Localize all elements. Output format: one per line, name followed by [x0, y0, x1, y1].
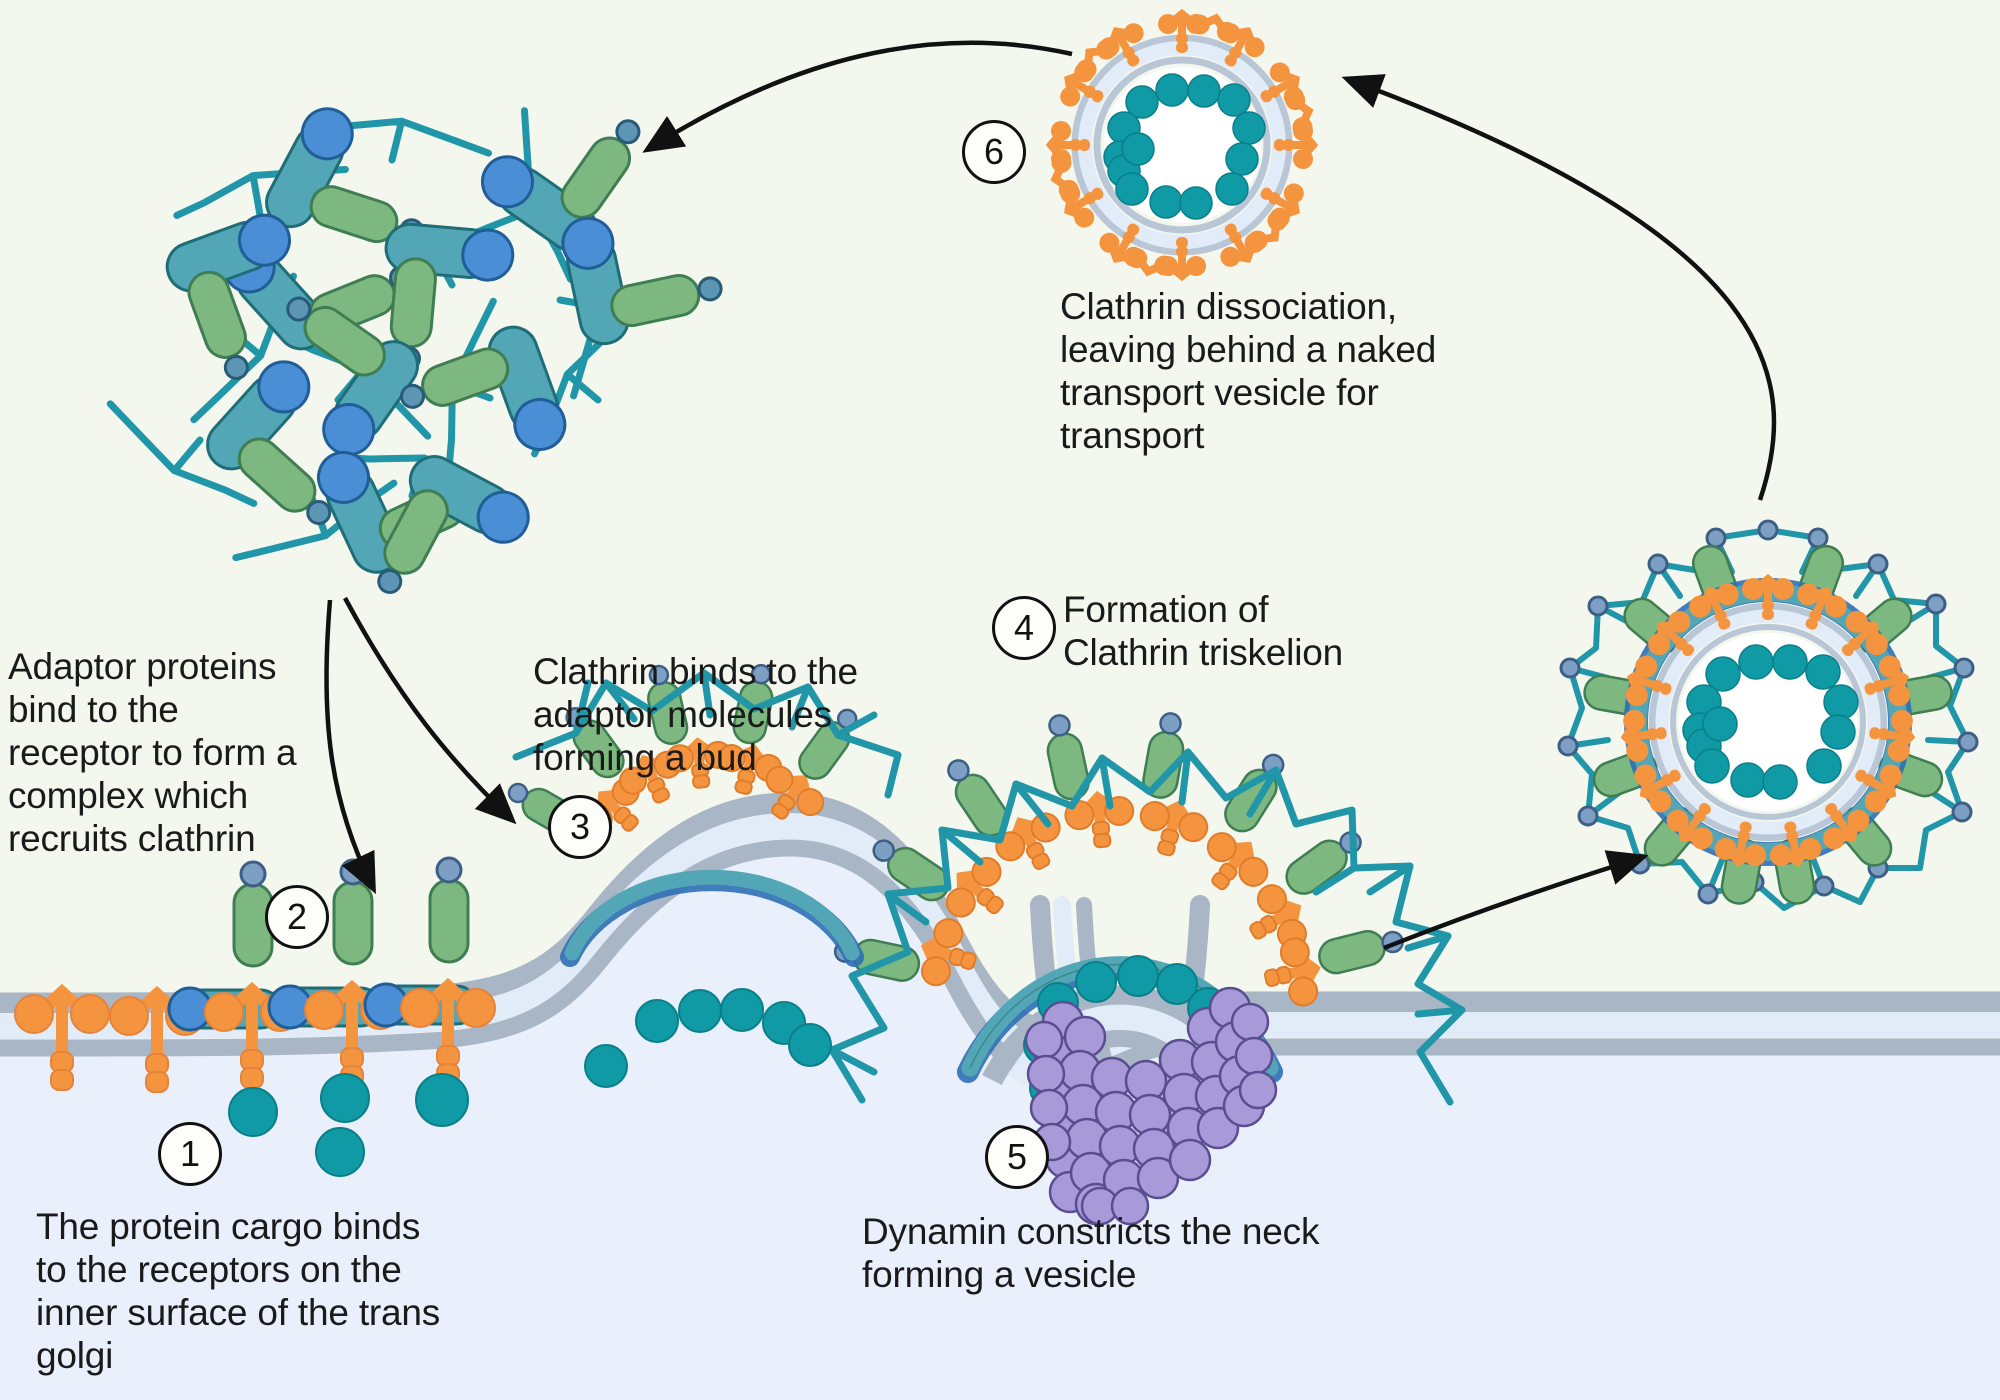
step-4-label: Formation of Clathrin triskelion: [1063, 589, 1343, 673]
step-marker-5-number: 5: [1006, 1136, 1028, 1177]
bud-clathrin-lattice: [828, 748, 1466, 1106]
step-6-label: Clathrin dissociation, leaving behind a …: [1060, 286, 1437, 456]
early-bud-receptors: [584, 737, 825, 833]
step-3-label: Clathrin binds to the adaptor molecules …: [533, 651, 858, 778]
receptor-adaptor-complex: [363, 856, 496, 1085]
cargo-molecules: [228, 1073, 469, 1177]
vesicle-cargo: [1103, 73, 1266, 220]
cytoplasm-region: [0, 848, 2000, 1400]
step-5-label: Dynamin constricts the neck forming a ve…: [862, 1211, 1320, 1295]
free-adaptor-proteins: [165, 107, 723, 594]
step-marker-1[interactable]: 1: [158, 1122, 222, 1186]
early-bud-clathrin: [512, 669, 902, 799]
step-1-label: The protein cargo binds to the receptors…: [36, 1206, 441, 1376]
coated-vesicle-receptors: [1620, 573, 1916, 867]
step-marker-6-number: 6: [983, 131, 1005, 172]
coated-vesicle-cargo: [1682, 644, 1859, 800]
bud-receptors: [920, 790, 1321, 1007]
step-marker-3-number: 3: [569, 806, 591, 847]
early-bud-cargo: [584, 988, 832, 1088]
step-marker-2[interactable]: 2: [265, 885, 329, 949]
step-marker-3[interactable]: 3: [548, 795, 612, 859]
step-2-label: Adaptor proteins bind to the receptor to…: [8, 646, 297, 859]
step-marker-6[interactable]: 6: [962, 120, 1026, 184]
step-marker-4-number: 4: [1013, 607, 1035, 648]
arrow: [324, 40, 1777, 951]
step-marker-5[interactable]: 5: [985, 1125, 1049, 1189]
receptor: [14, 983, 110, 1091]
early-bud-adaptor-band: [560, 869, 864, 967]
step-marker-2-number: 2: [286, 896, 308, 937]
vesicle-receptors: [1045, 8, 1319, 282]
step-marker-4[interactable]: 4: [992, 596, 1056, 660]
step-marker-1-number: 1: [179, 1133, 201, 1174]
